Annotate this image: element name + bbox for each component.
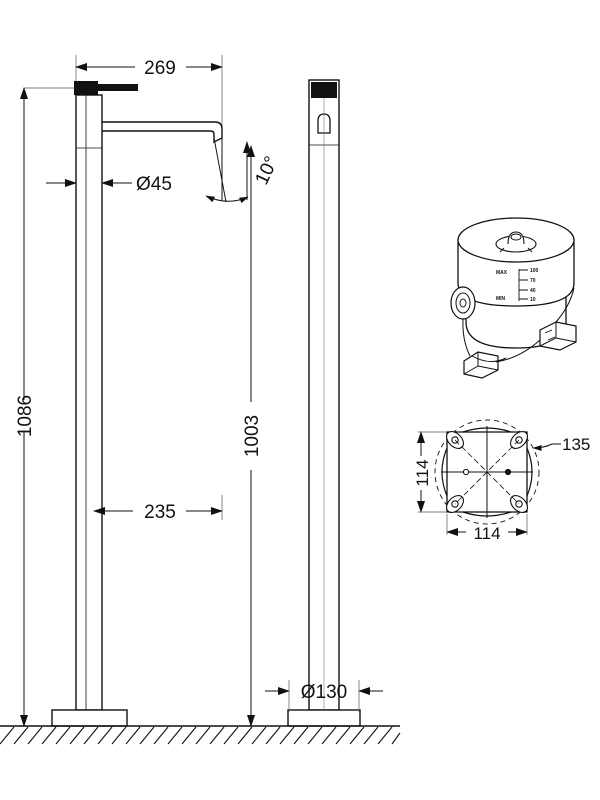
dimension-total-height: 1086	[15, 87, 36, 727]
dimension-plan-width: 114	[446, 514, 528, 543]
valve-side-port	[450, 286, 476, 320]
valve-cartridge-detail: 100 70 40 10 MAX MIN	[450, 217, 577, 379]
valve-adjuster-knob	[495, 231, 537, 253]
dimension-spout-height: 1003	[242, 145, 263, 727]
dimension-spout-offset: 235	[93, 502, 223, 523]
mixer-base-plate	[51, 709, 128, 727]
dimension-plan-height: 114	[413, 431, 447, 513]
dimension-plan-outer-circle: 135	[532, 435, 590, 454]
valve-tick-label-10: 10	[530, 297, 536, 303]
valve-connector-left	[463, 351, 507, 379]
dimension-spout-offset-label: 235	[144, 502, 176, 523]
valve-connector-right	[539, 321, 577, 351]
dimension-plan-height-label: 114	[413, 459, 432, 486]
dimension-column-diameter-label: Ø45	[136, 174, 172, 195]
valve-tick-label-70: 70	[530, 278, 536, 284]
dimension-plan-width-label: 114	[473, 524, 500, 543]
dimension-set-elevation: 269 Ø45 10° 1086 1003	[15, 58, 383, 727]
elevation-outlet-pole	[287, 79, 361, 727]
plan-view-mounting-plate: 114 114 135	[413, 419, 590, 543]
mixer-handle	[74, 81, 138, 95]
valve-scale-max-label: MAX	[496, 270, 508, 276]
dimension-total-height-label: 1086	[15, 395, 36, 437]
spout-taper	[213, 137, 227, 203]
plan-outer-circle	[434, 419, 540, 525]
mixer-column	[75, 94, 103, 711]
dimension-plan-outer-circle-label: 135	[562, 435, 590, 454]
valve-tubing	[462, 287, 575, 363]
valve-scale: 100 70 40 10 MAX MIN	[496, 268, 539, 303]
valve-tick-label-100: 100	[530, 268, 539, 274]
ground-hatching	[0, 726, 401, 745]
outlet-base-plate	[287, 709, 361, 727]
dimension-column-diameter: Ø45	[46, 174, 172, 195]
ground-line	[0, 725, 401, 745]
outlet-pole-cap	[311, 82, 337, 98]
plan-centerlines	[441, 426, 533, 518]
dimension-spout-height-label: 1003	[242, 415, 263, 457]
elevation-mixer	[24, 55, 227, 727]
dimension-spout-reach-label: 269	[144, 58, 176, 79]
dimension-spout-reach: 269	[75, 58, 223, 79]
valve-scale-min-label: MIN	[496, 296, 506, 302]
valve-tick-label-40: 40	[530, 288, 536, 294]
dimension-base-diameter: Ø130	[265, 680, 383, 712]
dimension-base-diameter-label: Ø130	[301, 682, 347, 703]
